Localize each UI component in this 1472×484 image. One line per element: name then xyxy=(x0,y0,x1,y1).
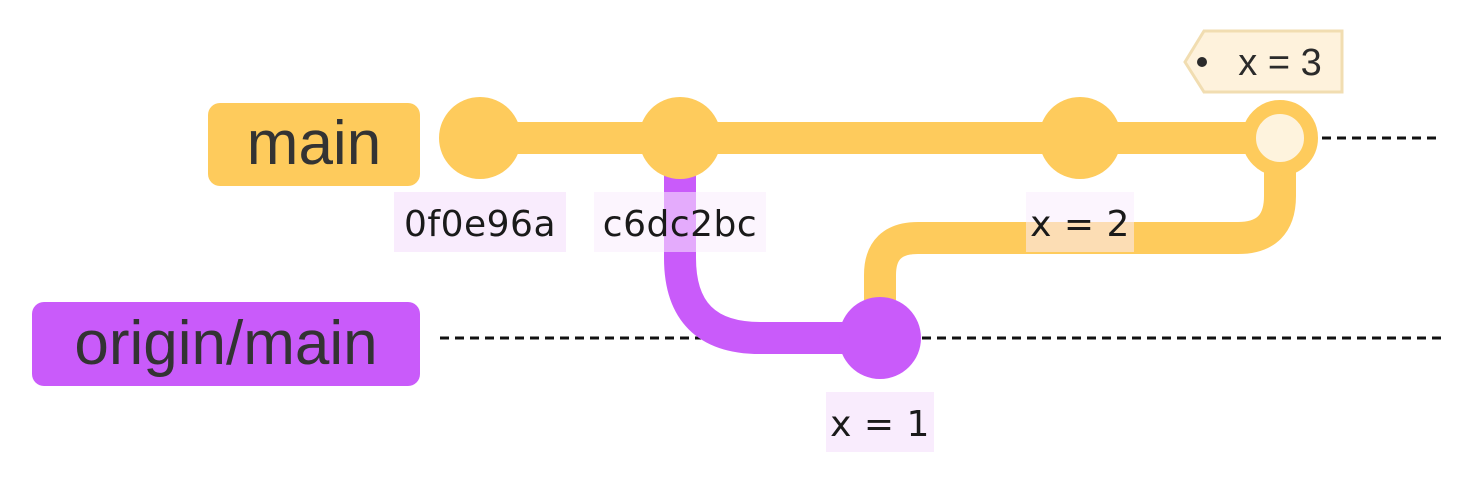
commit-label: x = 2 xyxy=(1030,204,1130,245)
tag-badge[interactable]: x = 3 xyxy=(1183,29,1344,94)
branch-label-origin-main[interactable]: origin/main xyxy=(32,302,420,386)
branch-label-main-text: main xyxy=(247,109,381,178)
head-commit-dot[interactable] xyxy=(1242,100,1318,176)
commit-dot[interactable] xyxy=(439,97,521,179)
commit-label-bg xyxy=(394,192,566,252)
tag-label: x = 3 xyxy=(1238,42,1321,84)
commit-label-bg xyxy=(826,392,934,452)
dot-icon xyxy=(1197,57,1207,67)
branch-label-main[interactable]: main xyxy=(208,103,420,186)
commit-label-bg xyxy=(594,192,766,252)
commit-dot[interactable] xyxy=(1039,97,1121,179)
origin-main-branch-path xyxy=(664,170,858,354)
commit-label-bg xyxy=(1026,192,1134,252)
branch-label-origin-main-text: origin/main xyxy=(74,309,377,378)
commit-dot[interactable] xyxy=(839,297,921,379)
commit-label: 0f0e96a xyxy=(404,204,556,245)
commit-label: x = 1 xyxy=(830,404,930,445)
commit-dot[interactable] xyxy=(639,97,721,179)
commit-label: c6dc2bc xyxy=(603,204,757,245)
